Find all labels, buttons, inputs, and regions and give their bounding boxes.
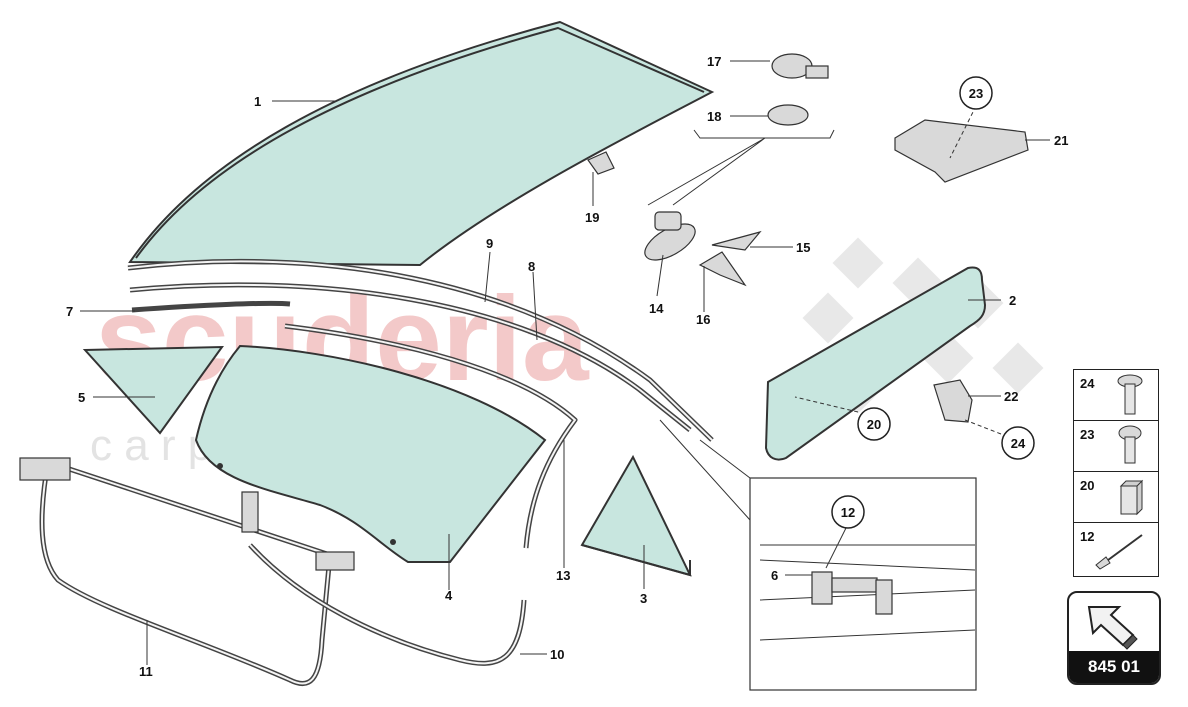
callout-5: 5 xyxy=(78,390,85,405)
clip-22 xyxy=(933,379,973,423)
callout-11: 11 xyxy=(139,664,153,679)
circle-24 xyxy=(1001,426,1035,460)
rear-glass-panel xyxy=(128,20,715,267)
callout-3: 3 xyxy=(640,591,647,606)
callout-10: 10 xyxy=(550,647,564,662)
callout-18: 18 xyxy=(707,109,721,124)
sensor-tab-17 xyxy=(805,65,829,79)
legend-number: 24 xyxy=(1080,376,1095,391)
fastener-legend: 24 23 20 12 xyxy=(1073,369,1159,577)
callout-16: 16 xyxy=(696,312,710,327)
cover-15 xyxy=(711,230,762,251)
circle-12 xyxy=(831,495,865,529)
lower-seal xyxy=(248,543,527,666)
door-glass xyxy=(194,344,547,563)
callout-24: 24 xyxy=(1011,436,1026,451)
callout-23: 23 xyxy=(969,86,983,101)
legend-row: 24 xyxy=(1074,370,1158,421)
callout-17: 17 xyxy=(707,54,721,69)
frame-post xyxy=(241,491,259,533)
callout-6: 6 xyxy=(771,568,778,583)
diagram-code: 845 01 xyxy=(1069,651,1159,683)
quarter-glass-front xyxy=(82,345,224,435)
rear-panel-glass xyxy=(764,266,987,461)
inset-bracket-mid xyxy=(831,577,878,593)
rivet-icon xyxy=(1095,534,1143,570)
spacer-block-icon xyxy=(1119,479,1144,516)
bracket-17-18 xyxy=(693,129,835,139)
circle-23 xyxy=(959,76,993,110)
clip-19 xyxy=(587,151,615,175)
inset-bracket-left xyxy=(811,571,833,605)
legend-number: 23 xyxy=(1080,427,1095,442)
callout-9: 9 xyxy=(486,236,493,251)
callout-2: 2 xyxy=(1009,293,1016,308)
bracket-21 xyxy=(894,119,1029,183)
rear-glass-edge xyxy=(135,26,705,259)
callout-15: 15 xyxy=(796,240,810,255)
legend-number: 12 xyxy=(1080,529,1095,544)
bolt-icon xyxy=(1118,425,1142,464)
callout-21: 21 xyxy=(1054,133,1068,148)
diagram-badge: 845 01 xyxy=(1067,591,1161,685)
callout-20: 20 xyxy=(867,417,881,432)
arrow-icon xyxy=(1087,606,1138,650)
circle-20 xyxy=(857,407,891,441)
mount-hole xyxy=(390,539,396,545)
trim-strip-lower xyxy=(131,300,291,313)
callout-14: 14 xyxy=(649,301,664,316)
callout-22: 22 xyxy=(1004,389,1018,404)
frame-latch xyxy=(315,551,355,571)
legend-number: 20 xyxy=(1080,478,1095,493)
callout-7: 7 xyxy=(66,304,73,319)
callout-12: 12 xyxy=(841,505,855,520)
leader-lines xyxy=(80,60,1050,665)
mount-hole xyxy=(217,463,223,469)
mirror-mount xyxy=(654,211,682,231)
callout-8: 8 xyxy=(528,259,535,274)
mirror-housing xyxy=(644,223,696,261)
frame-hinge xyxy=(19,457,71,481)
callout-13: 13 xyxy=(556,568,570,583)
legend-row: 12 xyxy=(1074,523,1158,574)
callout-19: 19 xyxy=(585,210,599,225)
quarter-glass-rear xyxy=(580,454,692,577)
bolt-flange-icon xyxy=(1117,374,1143,415)
legend-row: 23 xyxy=(1074,421,1158,472)
cover-16 xyxy=(698,251,747,287)
legend-row: 20 xyxy=(1074,472,1158,523)
inset-bracket-right xyxy=(875,579,893,615)
callout-1: 1 xyxy=(254,94,261,109)
callout-4: 4 xyxy=(445,588,453,603)
sensor-cap-18 xyxy=(767,104,809,126)
